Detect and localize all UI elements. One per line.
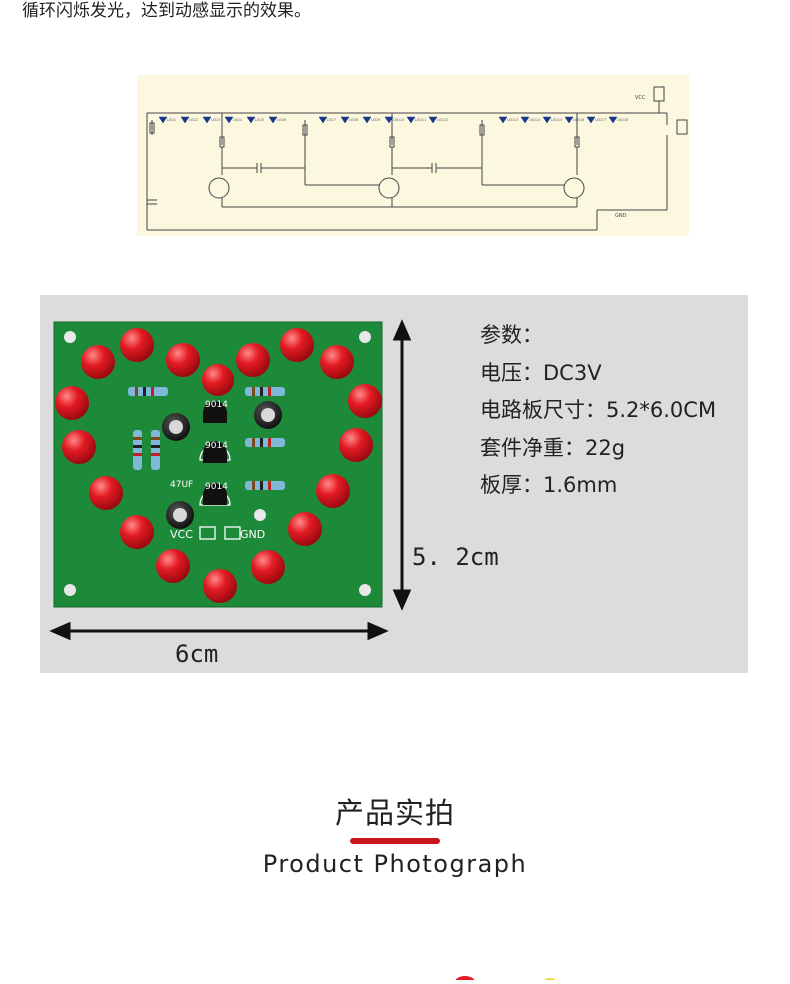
svg-text:LED7: LED7: [327, 118, 336, 122]
svg-text:LED1: LED1: [167, 118, 176, 122]
pcb-label-capacitor: 47UF: [170, 480, 193, 490]
next-photo-peek: [440, 960, 640, 984]
svg-text:LED15: LED15: [551, 118, 562, 122]
pcb-label-transistor-1: 9014: [205, 400, 228, 410]
svg-text:LED17: LED17: [595, 118, 606, 122]
width-dimension-label: 6cm: [175, 640, 219, 668]
svg-text:LED10: LED10: [393, 118, 404, 122]
svg-text:LED3: LED3: [211, 118, 220, 122]
pcb-label-vcc: VCC: [170, 528, 193, 541]
section-title: 产品实拍: [334, 796, 455, 830]
svg-text:LED18: LED18: [617, 118, 628, 122]
svg-text:LED6: LED6: [277, 118, 286, 122]
svg-text:LED5: LED5: [255, 118, 264, 122]
svg-text:LED11: LED11: [415, 118, 426, 122]
svg-text:LED16: LED16: [573, 118, 584, 122]
svg-text:LED4: LED4: [233, 118, 243, 122]
svg-text:LED13: LED13: [507, 118, 518, 122]
section-title-underline: [350, 838, 440, 844]
spec-line: 套件净重：22g: [480, 435, 626, 460]
schematic-vcc-label: VCC: [635, 95, 646, 101]
section-subtitle: Product Photograph: [262, 850, 528, 878]
height-dimension-label: 5. 2cm: [412, 543, 499, 571]
pcb-label-transistor-2: 9014: [205, 441, 228, 451]
schematic-gnd-label: GND: [615, 213, 627, 219]
spec-line: 板厚：1.6mm: [480, 473, 618, 497]
product-photo-panel: 9014 9014 9014 47UF VCC GND: [40, 295, 748, 673]
pcb-board-image: 9014 9014 9014 47UF VCC GND: [49, 319, 412, 641]
led-heart: [55, 328, 382, 603]
spec-line: 参数：: [480, 323, 543, 347]
circuit-schematic: VCC GND: [137, 75, 689, 236]
svg-text:LED9: LED9: [371, 118, 380, 122]
svg-text:LED14: LED14: [529, 118, 541, 122]
svg-text:LED8: LED8: [349, 118, 358, 122]
spec-line: 电路板尺寸：5.2*6.0CM: [480, 398, 717, 422]
svg-text:LED12: LED12: [437, 118, 448, 122]
pcb-label-transistor-3: 9014: [205, 482, 228, 492]
svg-text:LED2: LED2: [189, 118, 198, 122]
pcb-label-gnd: GND: [240, 528, 265, 541]
intro-text: 循环闪烁发光，达到动感显示的效果。: [22, 1, 311, 21]
spec-list: 参数： 电压：DC3V 电路板尺寸：5.2*6.0CM 套件净重：22g 板厚：…: [480, 317, 716, 505]
spec-line: 电压：DC3V: [480, 360, 602, 385]
